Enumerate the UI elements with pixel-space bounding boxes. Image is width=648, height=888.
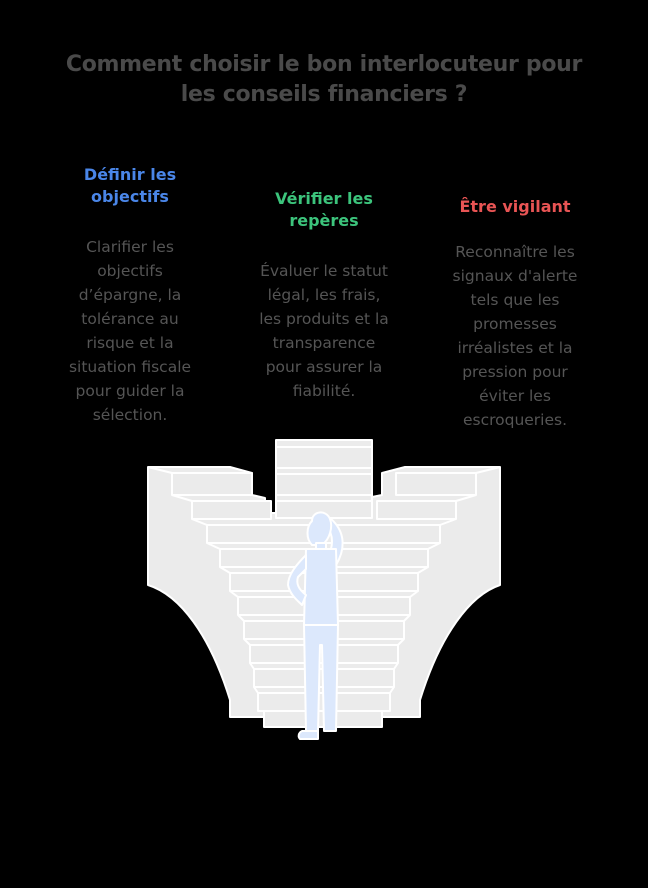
description-line: sélection. <box>92 406 168 424</box>
description-line: escroqueries. <box>462 411 568 429</box>
description-line: les produits et la <box>259 310 389 328</box>
description-line: éviter les <box>479 387 551 405</box>
description-line: signaux d'alerte <box>452 267 578 285</box>
description-line: risque et la <box>86 334 174 352</box>
staircase-illustration <box>140 435 510 755</box>
description-line: Reconnaître les <box>455 243 575 261</box>
description-line: légal, les frais, <box>267 286 381 304</box>
description-line: fiabilité. <box>292 382 356 400</box>
description-line: pour assurer la <box>265 358 383 376</box>
description-line: objectifs <box>97 262 163 280</box>
column-verify-benchmarks: Vérifier les repères Évaluer le statut l… <box>228 188 420 403</box>
description-line: pression pour <box>462 363 568 381</box>
heading-line: Être vigilant <box>459 197 571 216</box>
description-line: promesses <box>473 315 557 333</box>
page-title: Comment choisir le bon interlocuteur pou… <box>0 50 648 110</box>
description-line: tolérance au <box>81 310 179 328</box>
description-line: irréalistes et la <box>457 339 573 357</box>
column-define-objectives: Définir les objectifs Clarifier les obje… <box>40 164 220 427</box>
column-heading: Être vigilant <box>420 196 610 218</box>
heading-line: Vérifier les <box>275 189 373 208</box>
description-line: transparence <box>272 334 376 352</box>
heading-line: Définir les <box>83 165 177 184</box>
person-figure <box>288 512 344 740</box>
description-line: tels que les <box>470 291 560 309</box>
staircase-icon <box>140 435 501 740</box>
title-line-2: les conseils financiers ? <box>180 82 468 107</box>
title-line-1: Comment choisir le bon interlocuteur pou… <box>65 52 583 77</box>
heading-line: objectifs <box>91 187 169 206</box>
column-description: Reconnaître les signaux d'alerte tels qu… <box>420 240 610 432</box>
column-be-vigilant: Être vigilant Reconnaître les signaux d'… <box>420 196 610 432</box>
description-line: Clarifier les <box>86 238 174 256</box>
column-description: Évaluer le statut légal, les frais, les … <box>228 259 420 403</box>
column-heading: Vérifier les repères <box>228 188 420 232</box>
description-line: Évaluer le statut <box>260 262 388 280</box>
description-line: pour guider la <box>75 382 185 400</box>
description-line: situation fiscale <box>68 358 192 376</box>
heading-line: repères <box>289 211 359 230</box>
column-heading: Définir les objectifs <box>40 164 220 208</box>
description-line: d’épargne, la <box>78 286 182 304</box>
column-description: Clarifier les objectifs d’épargne, la to… <box>40 235 220 427</box>
